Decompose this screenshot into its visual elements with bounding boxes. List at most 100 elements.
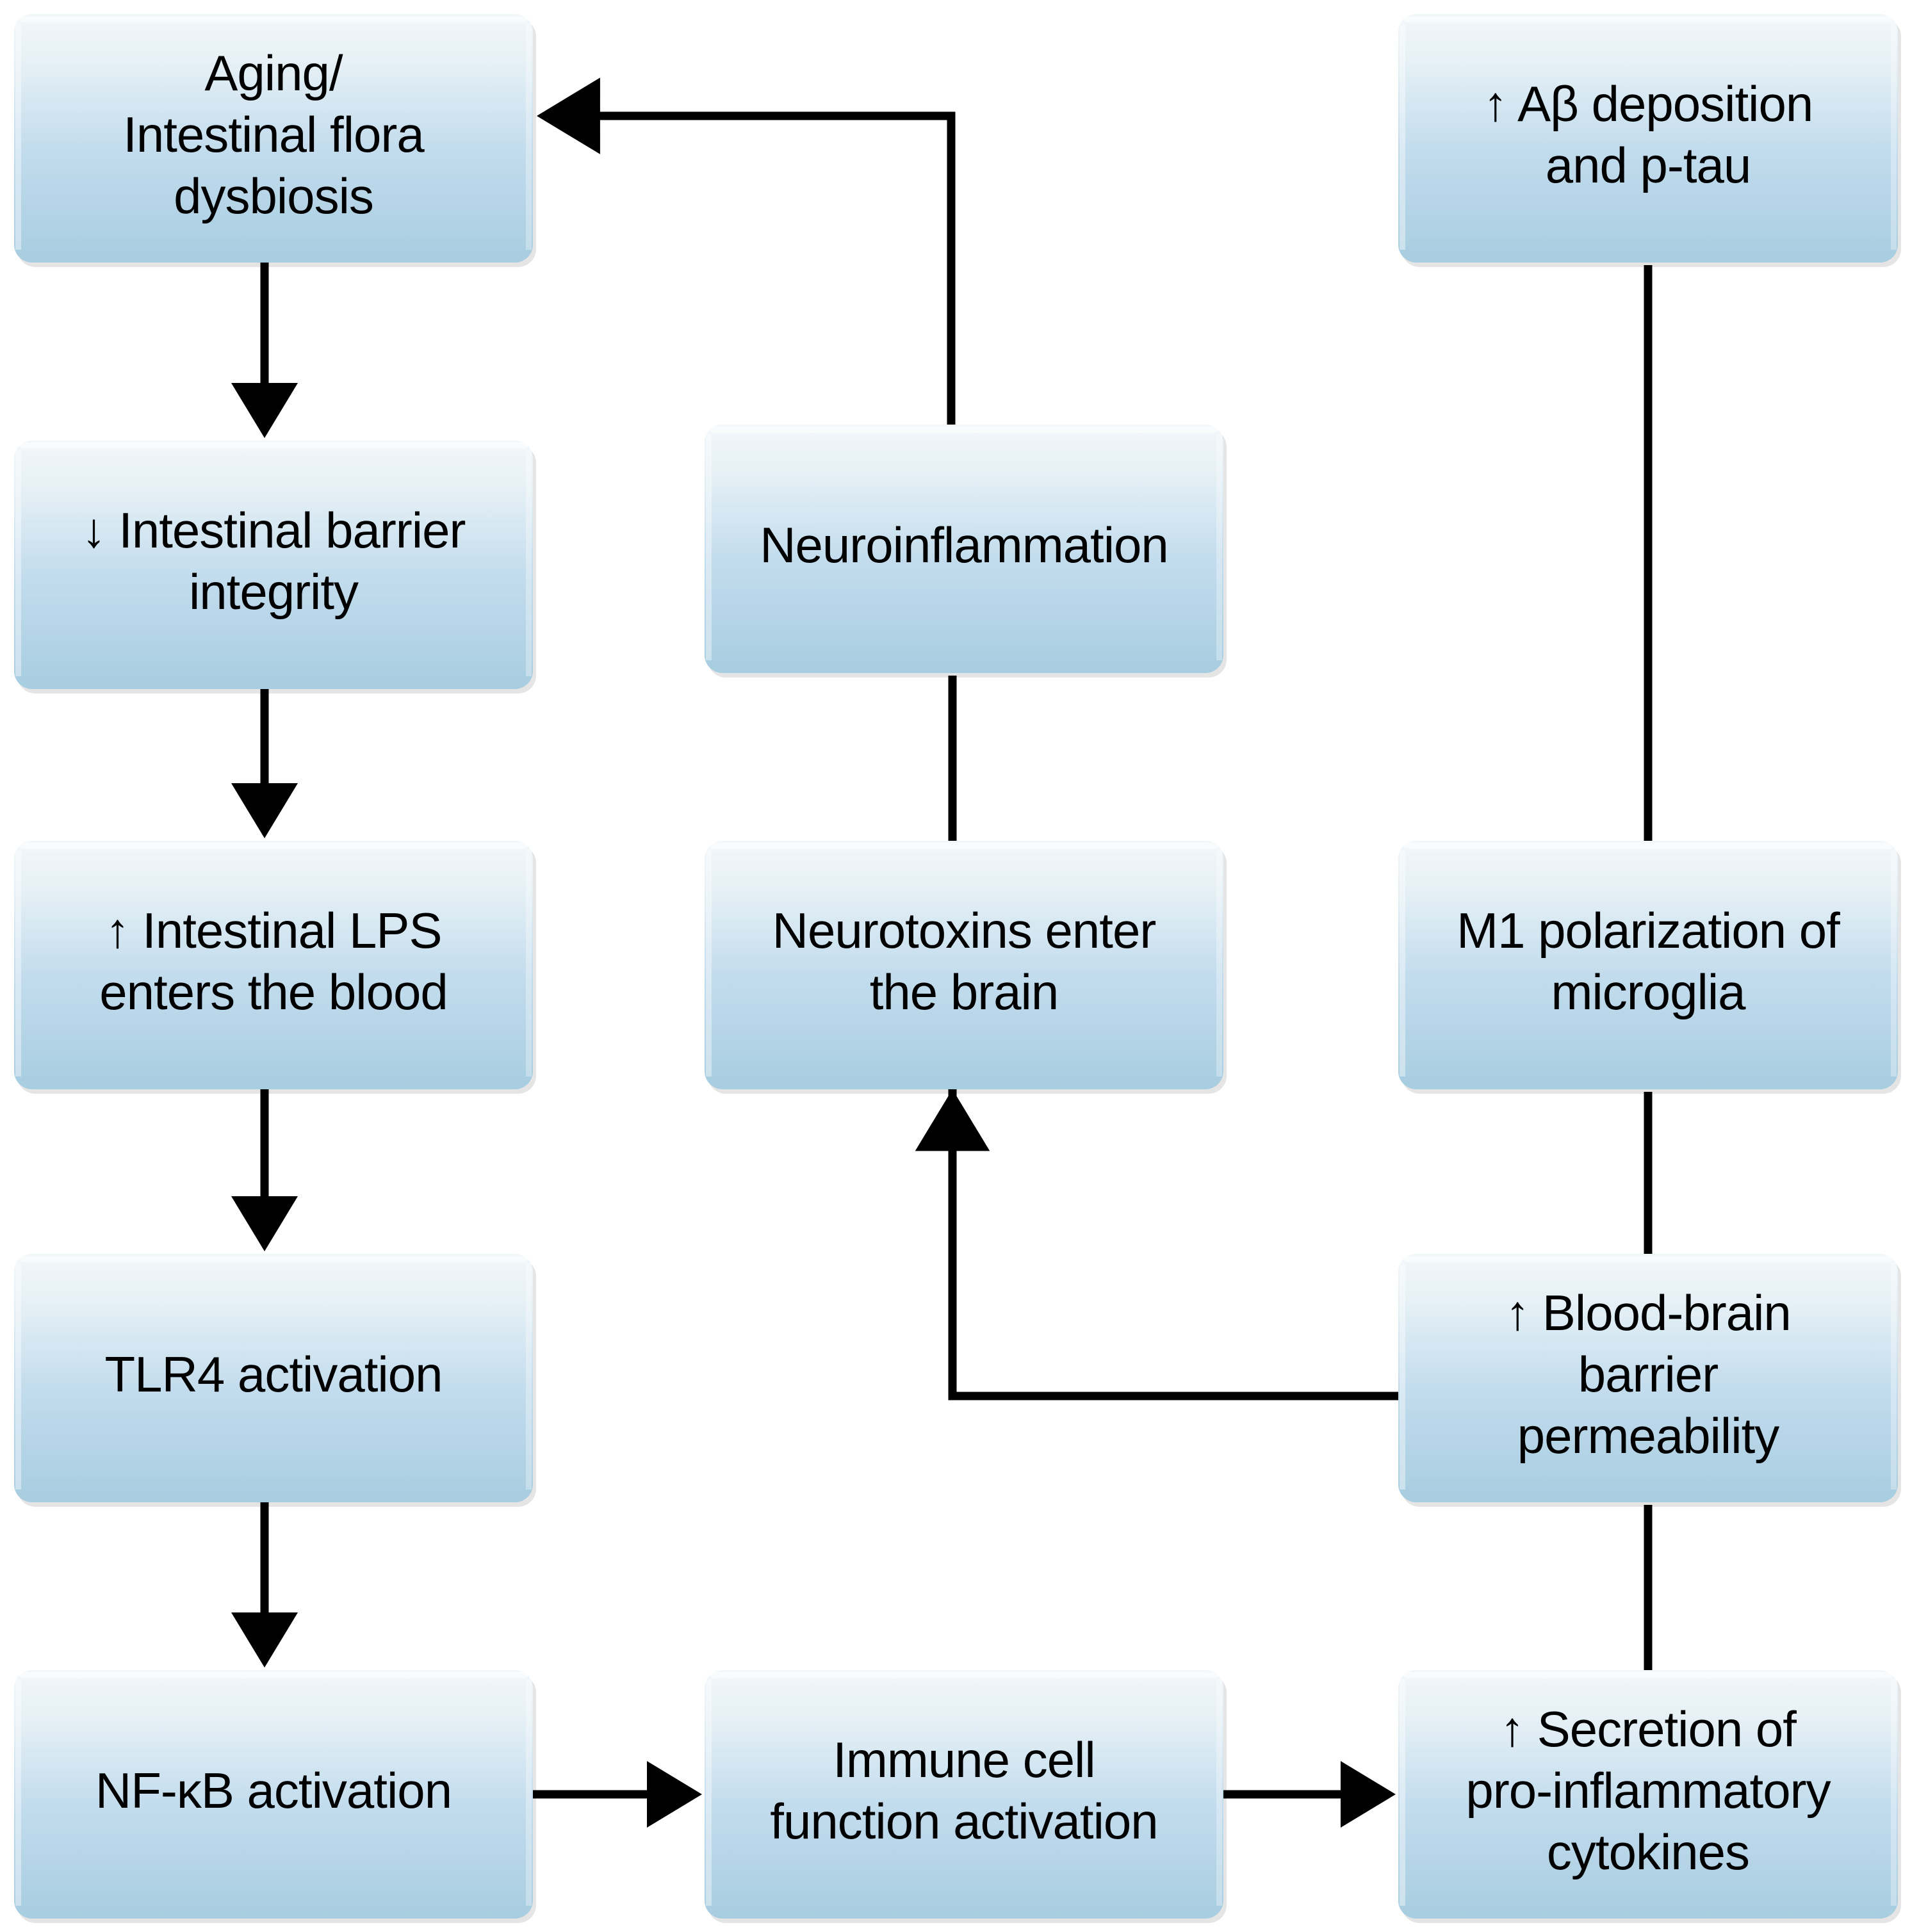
node-label-line: permeability [1517,1408,1780,1464]
edge-aging-to-barrier-arrowhead [231,383,298,438]
node-label-line: M1 polarization of [1457,902,1840,959]
node-background [1398,1670,1898,1919]
node-bevel-right [1216,434,1222,660]
edge-neuroinflammation-to-aging-arrowhead [537,77,600,154]
node-background [705,841,1223,1089]
node-bevel-top [710,843,1218,849]
node-bevel-right [526,850,532,1076]
node-intestinal-barrier-integrity[interactable]: ↓ Intestinal barrier integrity [14,441,536,694]
node-label-line: Immune cell [833,1732,1095,1788]
node-label: Neuroinflammation [760,517,1168,573]
node-bevel-top [1403,843,1893,849]
node-label-line: barrier [1578,1346,1718,1402]
node-bevel-left [15,850,21,1076]
node-bevel-right [1891,1263,1897,1490]
node-label-line: ↑ Intestinal LPS [106,902,442,959]
node-bevel-top [1403,1256,1893,1262]
node-label: TLR4 activation [105,1346,443,1402]
up-arrow-icon: ↑ [1483,77,1507,131]
node-neuroinflammation[interactable]: Neuroinflammation [705,425,1227,678]
node-bevel-left [15,1679,21,1906]
node-background [1398,1254,1898,1502]
node-bevel-left [1400,850,1405,1076]
edge-tlr4-to-nfkb [231,1502,298,1668]
node-bevel-top [1403,1672,1893,1678]
node-bevel-left [1400,1263,1405,1490]
node-background [14,841,533,1089]
down-arrow-icon: ↓ [82,503,106,558]
node-label-line: ↑ Secretion of [1500,1701,1797,1757]
node-bevel-left [15,450,21,676]
node-background [14,1254,533,1502]
node-bevel-right [526,1679,532,1906]
node-bevel-top [19,442,528,449]
node-label-line: and p-tau [1546,137,1751,193]
node-label-line: cytokines [1547,1824,1749,1880]
edge-bbb-to-neurotoxins-arrowhead [915,1089,990,1151]
node-bevel-right [1891,1679,1897,1906]
node-background [1398,14,1898,263]
node-bevel-left [15,23,21,250]
node-label-line: Neuroinflammation [760,517,1168,573]
edge-lps-to-tlr4-arrowhead [231,1196,298,1251]
node-background [14,14,533,263]
node-label-line: microglia [1551,964,1746,1020]
edge-bbb-to-neurotoxins-line [948,1041,1398,1400]
node-nf-kb-activation[interactable]: NF-κB activation [14,1670,536,1923]
node-label-line: Intestinal flora [123,106,425,163]
node-bevel-right [1891,23,1897,250]
node-label-line: ↓ Intestinal barrier [82,502,466,558]
node-bevel-left [706,850,712,1076]
node-label-line: dysbiosis [174,168,373,224]
up-arrow-icon: ↑ [1505,1286,1529,1340]
node-tlr4-activation[interactable]: TLR4 activation [14,1254,536,1507]
node-bevel-top [710,1672,1218,1678]
edge-bbb-to-neurotoxins [915,1041,1398,1400]
node-label-line: TLR4 activation [105,1346,443,1402]
node-bevel-top [710,426,1218,433]
node-label-line: NF-κB activation [95,1762,452,1819]
node-label-line: the brain [870,964,1059,1020]
edge-nfkb-to-immune [533,1761,702,1828]
edge-tlr4-to-nfkb-arrowhead [231,1612,298,1668]
edge-lps-to-tlr4 [231,1089,298,1251]
edge-barrier-to-lps-arrowhead [231,783,298,838]
node-bevel-right [526,450,532,676]
edge-immune-to-cytokines [1223,1761,1396,1828]
edge-nfkb-to-immune-arrowhead [647,1761,702,1828]
node-background [14,1670,533,1919]
node-bevel-right [1216,850,1222,1076]
node-bevel-left [1400,1679,1405,1906]
node-label-line: Neurotoxins enter [772,902,1156,959]
node-background [14,441,533,689]
node-bevel-right [1216,1679,1222,1906]
node-bevel-left [706,1679,712,1906]
node-bevel-left [1400,23,1405,250]
up-arrow-icon: ↑ [1500,1702,1524,1757]
node-label-line: pro-inflammatory [1466,1762,1831,1819]
node-bevel-top [19,16,528,22]
node-label-line: ↑ Aβ deposition [1483,76,1813,132]
node-background [705,1670,1223,1919]
node-background [1398,841,1898,1089]
node-bevel-right [1891,850,1897,1076]
node-label-line: integrity [189,564,359,620]
edge-microglia-to-abeta [1615,265,1681,896]
node-bevel-top [19,1672,528,1678]
